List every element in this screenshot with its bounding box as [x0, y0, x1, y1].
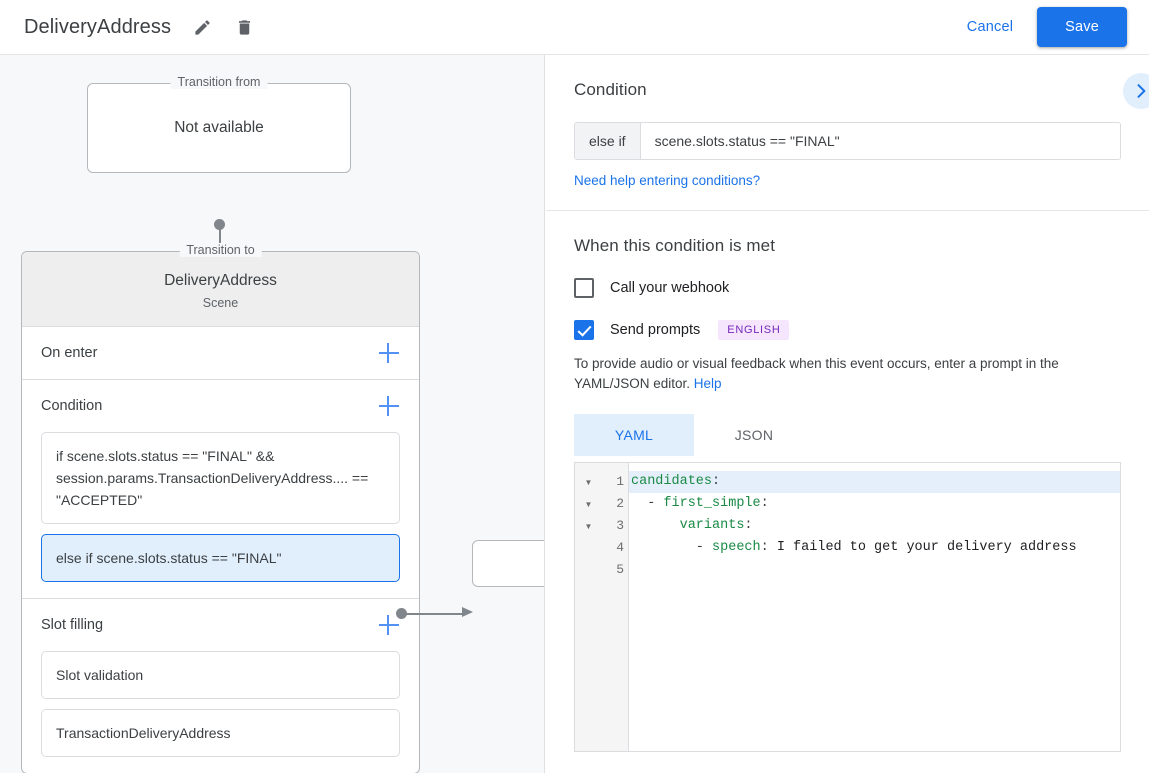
- fold-toggle-icon[interactable]: ▼: [584, 499, 593, 509]
- connector-line-right: [404, 613, 466, 615]
- transition-from-value: Not available: [174, 119, 264, 136]
- condition-help-link[interactable]: Need help entering conditions?: [574, 173, 761, 188]
- line-number: 3: [616, 518, 624, 533]
- editor-code-area[interactable]: candidates: - first_simple: variants: - …: [629, 463, 1120, 751]
- connector-dot-selected-condition: [396, 608, 407, 619]
- editor-format-tabs: YAML JSON: [574, 414, 1121, 456]
- trash-icon[interactable]: [233, 16, 255, 38]
- list-item[interactable]: TransactionDeliveryAddress: [41, 709, 400, 757]
- scene-type: Scene: [202, 296, 239, 310]
- code-line: - speech: I failed to get your delivery …: [631, 540, 1077, 555]
- app-header: DeliveryAddress Cancel Save: [0, 0, 1149, 55]
- fold-spacer: [575, 537, 602, 559]
- call-webhook-checkbox[interactable]: [574, 278, 594, 298]
- prompts-help-link[interactable]: Help: [693, 376, 722, 391]
- condition-heading: Condition: [574, 80, 647, 99]
- section-header-on-enter: On enter: [41, 327, 400, 379]
- prompts-description-text: To provide audio or visual feedback when…: [574, 356, 1059, 391]
- body-wrapper: Transition from Not available Transition…: [0, 55, 1149, 773]
- code-line: [629, 559, 1120, 581]
- chevron-right-icon[interactable]: [1123, 73, 1149, 109]
- code-line: candidates:: [629, 471, 1120, 493]
- language-badge: ENGLISH: [718, 320, 790, 340]
- when-condition-met-block: When this condition is met Call your web…: [546, 211, 1149, 752]
- section-on-enter: On enter: [22, 327, 419, 380]
- line-number: 5: [616, 562, 624, 577]
- section-slot-filling: Slot filling Slot validation Transaction…: [22, 599, 419, 773]
- list-item[interactable]: Slot validation: [41, 651, 400, 699]
- tab-json[interactable]: JSON: [734, 427, 774, 443]
- scene-name: DeliveryAddress: [164, 272, 277, 289]
- section-title-slot-filling: Slot filling: [41, 617, 104, 633]
- section-title-condition: Condition: [41, 398, 103, 414]
- condition-prefix-label: else if: [575, 123, 641, 159]
- transition-from-card[interactable]: Transition from Not available: [87, 75, 351, 173]
- pencil-icon[interactable]: [191, 16, 213, 38]
- section-condition: Condition if scene.slots.status == "FINA…: [22, 380, 419, 599]
- add-condition-button[interactable]: [378, 395, 400, 417]
- page-title: DeliveryAddress: [24, 15, 172, 38]
- line-number: 1: [616, 474, 624, 489]
- send-prompts-row[interactable]: Send prompts ENGLISH: [574, 320, 1121, 340]
- scene-header: DeliveryAddress Scene: [22, 252, 419, 327]
- editor-fold-gutter: ▼ ▼ ▼: [575, 463, 602, 751]
- transition-to-legend: Transition to: [179, 243, 262, 257]
- list-item[interactable]: if scene.slots.status == "FINAL" && sess…: [41, 432, 400, 524]
- section-header-condition: Condition: [41, 380, 400, 432]
- transition-to-card: Transition to DeliveryAddress Scene On e…: [21, 243, 420, 773]
- code-editor[interactable]: ▼ ▼ ▼ 1 2 3 4 5 candidates: - first_simp…: [574, 462, 1121, 752]
- section-header-slot-filling: Slot filling: [41, 599, 400, 651]
- condition-list: if scene.slots.status == "FINAL" && sess…: [41, 432, 400, 598]
- add-slot-filling-button[interactable]: [378, 614, 400, 636]
- graph-panel[interactable]: Transition from Not available Transition…: [0, 55, 545, 773]
- when-met-heading: When this condition is met: [574, 236, 776, 255]
- fold-toggle-icon[interactable]: ▼: [584, 477, 593, 487]
- add-on-enter-button[interactable]: [378, 342, 400, 364]
- line-number: 2: [616, 496, 624, 511]
- condition-block: Condition else if Need help entering con…: [546, 55, 1149, 211]
- tab-yaml[interactable]: YAML: [574, 414, 694, 456]
- save-button[interactable]: Save: [1037, 7, 1127, 47]
- connector-arrowhead-right: [462, 607, 473, 617]
- condition-expression-input[interactable]: [640, 123, 1120, 159]
- detail-panel: Condition else if Need help entering con…: [546, 55, 1149, 773]
- condition-input-row[interactable]: else if: [574, 122, 1121, 160]
- fold-spacer: [575, 559, 602, 581]
- line-number: 4: [616, 540, 624, 555]
- prompts-description: To provide audio or visual feedback when…: [574, 354, 1121, 394]
- target-node-card[interactable]: [472, 540, 544, 587]
- list-item[interactable]: else if scene.slots.status == "FINAL": [41, 534, 400, 582]
- transition-from-legend: Transition from: [170, 75, 268, 89]
- section-title-on-enter: On enter: [41, 345, 98, 361]
- editor-line-numbers: 1 2 3 4 5: [602, 463, 629, 751]
- webhook-row[interactable]: Call your webhook: [574, 278, 1121, 298]
- fold-toggle-icon[interactable]: ▼: [584, 521, 593, 531]
- send-prompts-label: Send prompts: [610, 322, 701, 338]
- code-line: variants:: [679, 518, 753, 533]
- slot-filling-list: Slot validation TransactionDeliveryAddre…: [41, 651, 400, 773]
- call-webhook-label: Call your webhook: [610, 280, 730, 296]
- send-prompts-checkbox[interactable]: [574, 320, 594, 340]
- connector-dot-from: [214, 219, 225, 230]
- cancel-button[interactable]: Cancel: [953, 11, 1027, 43]
- code-line: - first_simple:: [631, 496, 769, 511]
